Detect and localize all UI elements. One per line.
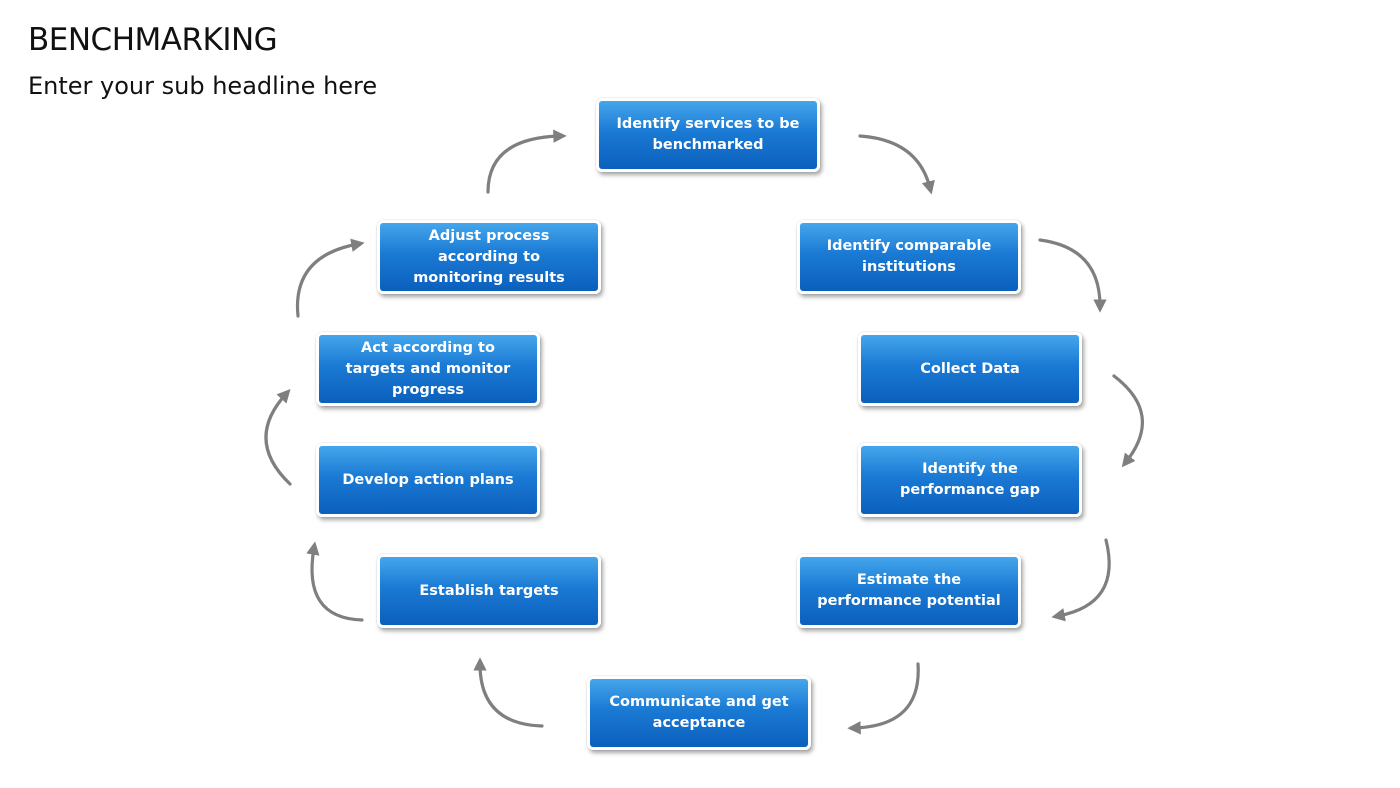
step-label: Adjust process according to monitoring r… (413, 227, 565, 286)
cycle-arrow-9 (295, 238, 365, 318)
step-label: Develop action plans (342, 471, 514, 488)
cycle-arrow-3 (1112, 374, 1144, 468)
cycle-arrow-7 (306, 541, 364, 622)
step-identify-institutions: Identify comparable institutions (797, 220, 1021, 294)
cycle-arrow-10 (486, 129, 567, 194)
step-label: Act according to targets and monitor pro… (345, 339, 511, 398)
step-label: Establish targets (419, 582, 559, 599)
step-establish-targets: Establish targets (377, 554, 601, 628)
step-identify-services: Identify services to be benchmarked (596, 98, 820, 172)
cycle-arrow-5 (847, 662, 920, 735)
cycle-arrow-8 (264, 389, 292, 486)
step-performance-potential: Estimate the performance potential (797, 554, 1021, 628)
slide-title: BENCHMARKING (28, 22, 278, 58)
step-label: Identify services to be benchmarked (616, 116, 800, 153)
step-label: Identify comparable institutions (826, 238, 992, 275)
step-communicate: Communicate and get acceptance (587, 676, 811, 750)
step-performance-gap: Identify the performance gap (858, 443, 1082, 517)
cycle-arrow-2 (1038, 238, 1107, 313)
slide-subtitle: Enter your sub headline here (28, 72, 378, 100)
step-label: Identify the performance gap (899, 461, 1041, 498)
step-collect-data: Collect Data (858, 332, 1082, 406)
cycle-arrow-6 (473, 657, 544, 728)
cycle-arrow-4 (1051, 538, 1111, 622)
cycle-arrow-1 (858, 134, 935, 195)
step-label: Estimate the performance potential (817, 572, 1001, 609)
step-act-monitor: Act according to targets and monitor pro… (316, 332, 540, 406)
step-label: Collect Data (920, 360, 1020, 377)
step-label: Communicate and get acceptance (609, 694, 789, 731)
step-action-plans: Develop action plans (316, 443, 540, 517)
step-adjust-process: Adjust process according to monitoring r… (377, 220, 601, 294)
